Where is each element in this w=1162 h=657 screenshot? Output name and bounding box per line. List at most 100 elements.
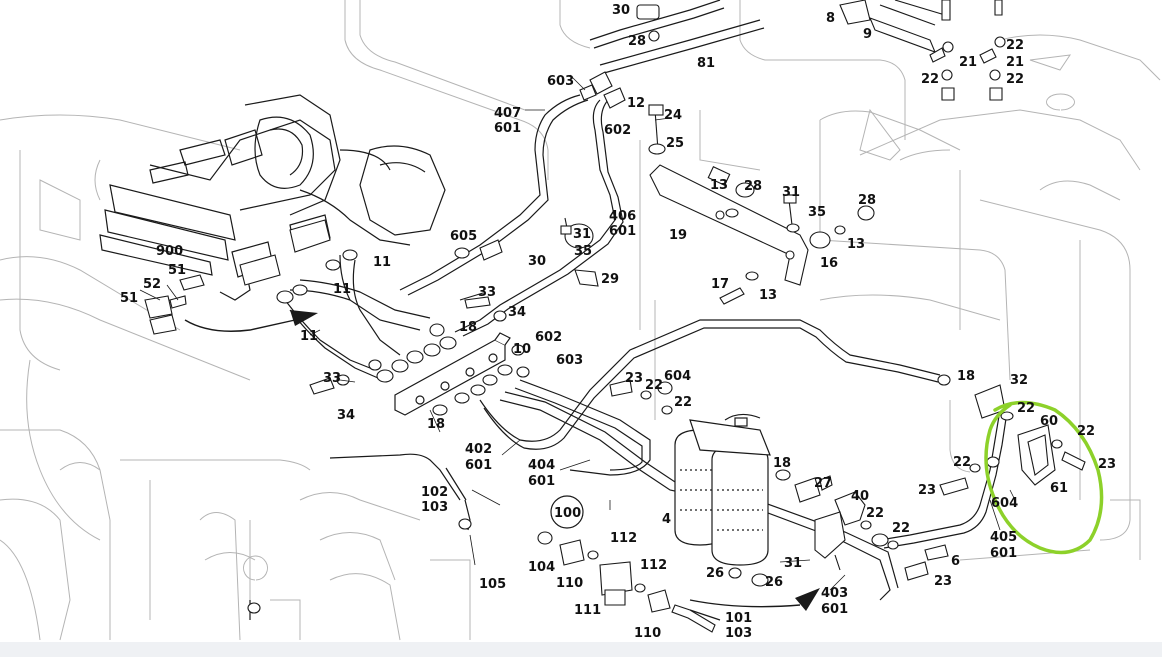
part-label: 22 <box>1017 401 1035 416</box>
part-label: 601 <box>528 474 555 489</box>
part-label: 60 <box>1040 414 1058 429</box>
part-label: 601 <box>821 602 848 617</box>
part-label: 18 <box>427 417 445 432</box>
part-label: 22 <box>1006 38 1024 53</box>
part-label: 28 <box>744 179 762 194</box>
part-label: 602 <box>604 123 631 138</box>
part-label: 406 <box>609 209 636 224</box>
part-label: 601 <box>494 121 521 136</box>
part-label: 16 <box>820 256 838 271</box>
part-label: 23 <box>918 483 936 498</box>
part-label: 13 <box>759 288 777 303</box>
part-label: 112 <box>610 531 637 546</box>
part-label: 19 <box>669 228 687 243</box>
part-label: 4 <box>662 512 671 527</box>
injector-manifold-assembly <box>99 94 446 301</box>
part-label: 22 <box>866 506 884 521</box>
part-label: 26 <box>765 575 783 590</box>
part-label: 22 <box>1006 72 1024 87</box>
arrow-heads <box>290 310 820 611</box>
part-label: 6 <box>951 554 960 569</box>
part-label: 30 <box>528 254 546 269</box>
part-label: 22 <box>1077 424 1095 439</box>
callout-circle-100 <box>550 495 584 529</box>
part-label: 601 <box>990 546 1017 561</box>
part-label: 603 <box>547 74 574 89</box>
part-label: 51 <box>120 291 138 306</box>
part-label: 22 <box>953 455 971 470</box>
part-label: 10 <box>513 342 531 357</box>
part-label: 402 <box>465 442 492 457</box>
part-label: 11 <box>373 255 391 270</box>
part-label: 31 <box>573 227 591 242</box>
distributor-block <box>394 332 511 416</box>
part-label: 110 <box>556 576 583 591</box>
part-label: 104 <box>528 560 555 575</box>
part-label: 602 <box>535 330 562 345</box>
part-label: 9 <box>863 27 872 42</box>
part-label: 22 <box>892 521 910 536</box>
part-label: 101 <box>725 611 752 626</box>
viewer-bottom-strip <box>0 642 1162 657</box>
part-label: 110 <box>634 626 661 641</box>
part-label: 22 <box>674 395 692 410</box>
part-label: 23 <box>934 574 952 589</box>
part-label: 27 <box>814 476 832 491</box>
part-label: 407 <box>494 106 521 121</box>
part-label: 404 <box>528 458 555 473</box>
part-label: 8 <box>826 11 835 26</box>
part-label: 102 <box>421 485 448 500</box>
callout-arrows <box>184 319 801 608</box>
part-label: 22 <box>921 72 939 87</box>
part-label: 18 <box>773 456 791 471</box>
part-label: 111 <box>574 603 601 618</box>
part-label: 18 <box>459 320 477 335</box>
part-label: 112 <box>640 558 667 573</box>
part-label: 30 <box>612 3 630 18</box>
part-label: 31 <box>782 185 800 200</box>
part-label: 29 <box>601 272 619 287</box>
part-label: 604 <box>991 496 1018 511</box>
part-label: 13 <box>710 178 728 193</box>
part-labels: 30 28 8 9 81 22 21 21 22 22 603 12 407 6… <box>120 3 1116 641</box>
part-label: 24 <box>664 108 682 123</box>
part-label: 105 <box>479 577 506 592</box>
part-label: 21 <box>1006 55 1024 70</box>
background-outlines <box>0 0 1161 641</box>
part-label: 35 <box>574 244 592 259</box>
part-label: 35 <box>808 205 826 220</box>
part-label: 33 <box>323 371 341 386</box>
part-label: 51 <box>168 263 186 278</box>
part-label: 900 <box>156 244 183 259</box>
part-label: 11 <box>300 329 318 344</box>
part-label: 34 <box>508 305 526 320</box>
part-label: 31 <box>784 556 802 571</box>
part-label: 26 <box>706 566 724 581</box>
part-label: 28 <box>858 193 876 208</box>
part-label: 23 <box>625 371 643 386</box>
part-label: 52 <box>143 277 161 292</box>
part-label: 11 <box>333 282 351 297</box>
part-label: 33 <box>478 285 496 300</box>
part-label: 13 <box>847 237 865 252</box>
part-label: 601 <box>609 224 636 239</box>
part-label: 605 <box>450 229 477 244</box>
part-label: 405 <box>990 530 1017 545</box>
part-label: 103 <box>421 500 448 515</box>
part-label: 34 <box>337 408 355 423</box>
part-label: 28 <box>628 34 646 49</box>
part-label: 604 <box>664 369 691 384</box>
highlight-circle <box>984 400 1104 555</box>
part-label: 603 <box>556 353 583 368</box>
part-label: 21 <box>959 55 977 70</box>
part-label: 61 <box>1050 481 1068 496</box>
part-label: 40 <box>851 489 869 504</box>
part-label: 22 <box>645 378 663 393</box>
part-label: 81 <box>697 56 715 71</box>
part-label: 12 <box>627 96 645 111</box>
fuel-filter-assembly <box>674 413 771 566</box>
part-label: 601 <box>465 458 492 473</box>
leader-lines <box>139 74 1016 591</box>
part-label: 103 <box>725 626 752 641</box>
